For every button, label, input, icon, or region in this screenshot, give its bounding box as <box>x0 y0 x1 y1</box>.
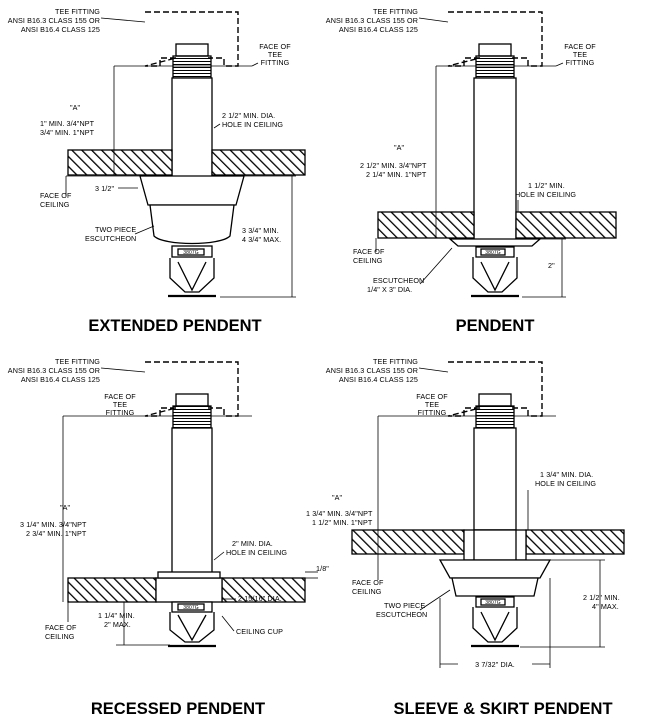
escutcheon-dim-label: 3 1/2" <box>95 184 114 193</box>
face-of-tee-label-2: TEE <box>425 400 439 409</box>
escutcheon-label: ESCUTCHEON <box>373 276 424 285</box>
cup-dia-label: 2 15/16" DIA. <box>238 594 282 603</box>
face-of-tee-label-2: TEE <box>268 50 282 59</box>
escutcheon-label: TWO PIECE <box>384 601 425 610</box>
dimension-a-label: "A" <box>60 503 71 512</box>
face-of-ceiling-label-2: CEILING <box>45 632 75 641</box>
a-value-2: 2 3/4" MIN. 1"NPT <box>26 529 87 538</box>
face-of-ceiling-label: FACE OF <box>40 191 72 200</box>
dimension-a-label: "A" <box>332 493 343 502</box>
tee-fitting-spec-1: ANSI B16.3 CLASS 155 OR <box>326 16 418 25</box>
a-value-1: 3 1/4" MIN. 3/4"NPT <box>20 520 87 529</box>
sprinkler-model-label: 3807G <box>183 250 199 256</box>
face-of-ceiling-label-2: CEILING <box>353 256 383 265</box>
caption-sleeve-skirt-pendent: SLEEVE & SKIRT PENDENT <box>393 700 612 715</box>
drop-max-label: 4" MAX. <box>592 602 619 611</box>
tee-fitting-spec-1: ANSI B16.3 CLASS 155 OR <box>8 366 100 375</box>
caption-pendent: PENDENT <box>456 317 535 335</box>
drop-max-label: 4 3/4" MAX. <box>242 235 281 244</box>
face-of-ceiling-label-2: CEILING <box>40 200 70 209</box>
face-of-tee-label: FACE OF <box>564 42 596 51</box>
caption-recessed-pendent: RECESSED PENDENT <box>91 700 265 715</box>
tee-fitting-spec-1: ANSI B16.3 CLASS 155 OR <box>326 366 418 375</box>
a-value-1: 1 3/4" MIN. 3/4"NPT <box>306 509 373 518</box>
face-of-tee-label: FACE OF <box>416 392 448 401</box>
hole-in-ceiling-label: HOLE IN CEILING <box>515 190 576 199</box>
drop-min-label: 3 3/4" MIN. <box>242 226 279 235</box>
escutcheon-size-label: 1/4" X 3" DIA. <box>367 285 412 294</box>
tee-fitting-spec-2: ANSI B16.4 CLASS 125 <box>21 375 100 384</box>
tee-fitting-spec-1: ANSI B16.3 CLASS 155 OR <box>8 16 100 25</box>
face-of-tee-label-3: FITTING <box>418 408 447 417</box>
hole-dia-label: 2 1/2" MIN. DIA. <box>222 111 275 120</box>
hole-in-ceiling-label: HOLE IN CEILING <box>535 479 596 488</box>
caption-extended-pendent: EXTENDED PENDENT <box>88 317 261 335</box>
escutcheon-label: TWO PIECE <box>95 225 136 234</box>
hole-in-ceiling-label: HOLE IN CEILING <box>222 120 283 129</box>
escutcheon-label-2: ESCUTCHEON <box>376 610 427 619</box>
dimension-a-label: "A" <box>394 143 405 152</box>
face-of-tee-label-3: FITTING <box>261 58 290 67</box>
tee-fitting-spec-2: ANSI B16.4 CLASS 125 <box>339 25 418 34</box>
sprinkler-model-label: 3807G <box>485 250 501 256</box>
panel-sleeve-skirt-pendent: TEE FITTING ANSI B16.3 CLASS 155 OR ANSI… <box>306 357 625 715</box>
hole-dia-label: 2" MIN. DIA. <box>232 539 273 548</box>
tee-fitting-spec-2: ANSI B16.4 CLASS 125 <box>21 25 100 34</box>
face-of-ceiling-label: FACE OF <box>352 578 384 587</box>
panel-extended-pendent: TEE FITTING ANSI B16.3 CLASS 155 OR ANSI… <box>8 7 306 335</box>
drop-min-label: 2 1/2" MIN. <box>583 593 620 602</box>
dimension-a-label: "A" <box>70 103 81 112</box>
escutcheon-label-2: ESCUTCHEON <box>85 234 136 243</box>
panel-pendent: TEE FITTING ANSI B16.3 CLASS 155 OR ANSI… <box>326 7 617 335</box>
hole-in-ceiling-label: HOLE IN CEILING <box>226 548 287 557</box>
a-value-1: 2 1/2" MIN. 3/4"NPT <box>360 161 427 170</box>
face-of-tee-label-3: FITTING <box>106 408 135 417</box>
face-of-ceiling-label: FACE OF <box>353 247 385 256</box>
face-of-tee-label: FACE OF <box>104 392 136 401</box>
face-of-tee-label-2: TEE <box>113 400 127 409</box>
sprinkler-model-label: 3807G <box>485 600 501 606</box>
face-of-ceiling-label: FACE OF <box>45 623 77 632</box>
panel-recessed-pendent: TEE FITTING ANSI B16.3 CLASS 155 OR ANSI… <box>8 357 329 715</box>
face-of-tee-label-2: TEE <box>573 50 587 59</box>
a-value-2: 2 1/4" MIN. 1"NPT <box>366 170 427 179</box>
tee-fitting-label: TEE FITTING <box>373 357 418 366</box>
ceiling-cup-label: CEILING CUP <box>236 627 283 636</box>
face-of-tee-label-3: FITTING <box>566 58 595 67</box>
a-value-1: 1" MIN. 3/4"NPT <box>40 119 95 128</box>
drop-label: 2" <box>548 261 555 270</box>
hole-dia-label: 1 3/4" MIN. DIA. <box>540 470 593 479</box>
tee-fitting-label: TEE FITTING <box>55 7 100 16</box>
a-value-2: 3/4" MIN. 1"NPT <box>40 128 95 137</box>
offset-dim-label: 1/8" <box>316 564 329 573</box>
recess-max-label: 2" MAX. <box>104 620 131 629</box>
tee-fitting-label: TEE FITTING <box>373 7 418 16</box>
a-value-2: 1 1/2" MIN. 1"NPT <box>312 518 373 527</box>
recess-min-label: 1 1/4" MIN. <box>98 611 135 620</box>
hole-dia-label: 1 1/2" MIN. <box>528 181 565 190</box>
tee-fitting-spec-2: ANSI B16.4 CLASS 125 <box>339 375 418 384</box>
tee-fitting-label: TEE FITTING <box>55 357 100 366</box>
face-of-tee-label: FACE OF <box>259 42 291 51</box>
skirt-dia-label: 3 7/32" DIA. <box>475 660 515 669</box>
face-of-ceiling-label-2: CEILING <box>352 587 382 596</box>
sprinkler-model-label: 3807G <box>183 605 199 611</box>
